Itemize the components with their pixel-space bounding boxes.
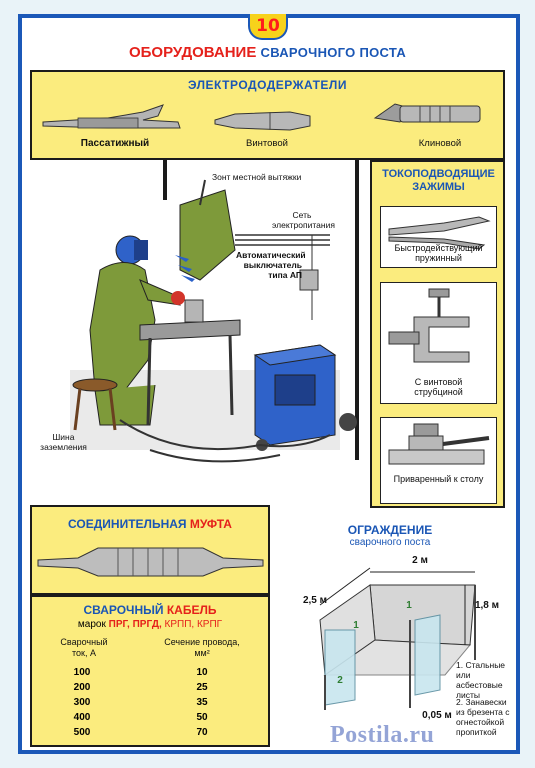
clamp-screw-icon bbox=[388, 288, 470, 363]
holder-label-pliers: Пассатижный bbox=[80, 138, 150, 149]
cable-grades: марок ПРГ, ПРГД, КРПП, КРПГ bbox=[32, 619, 268, 630]
cable-table-row: 200 25 bbox=[32, 682, 268, 697]
cable-current-cell: 300 bbox=[73, 697, 91, 708]
enclosure-illustration bbox=[319, 567, 476, 710]
cable-current-cell: 100 bbox=[73, 667, 91, 678]
enclosure-dim-gap: 0,05 м bbox=[422, 710, 452, 721]
cable-section-cell: 35 bbox=[196, 697, 208, 708]
cable-col1-header: Сварочный ток, А bbox=[60, 637, 108, 658]
cable-current-cell: 200 bbox=[73, 682, 91, 693]
enclosure-dim-depth: 2,5 м bbox=[302, 595, 328, 606]
cable-grades-rest: КРПП, КРПГ bbox=[164, 619, 223, 630]
cable-grades-bold: ПРГ, ПРГД, bbox=[108, 619, 162, 630]
cable-section-cell: 25 bbox=[196, 682, 208, 693]
enclosure-marker-1: 1 bbox=[353, 620, 359, 631]
enclosure-heading: ОГРАЖДЕНИЕ сварочного поста bbox=[300, 523, 480, 548]
clamp-label-spring: Быстродействующий пружинный bbox=[394, 243, 483, 263]
enclosure-heading-1: ОГРАЖДЕНИЕ bbox=[347, 523, 433, 537]
clamp-label-welded: Приваренный к столу bbox=[393, 474, 484, 484]
enclosure-dim-height: 1,8 м bbox=[474, 600, 500, 611]
coupling-panel: СОЕДИНИТЕЛЬНАЯ МУФТА bbox=[30, 505, 270, 595]
cable-table: 100 10 200 25 300 35 400 50 500 70 bbox=[32, 667, 268, 742]
cable-col2-header: Сечение провода, мм² bbox=[164, 637, 240, 658]
clamps-heading: ТОКОПОДВОДЯЩИЕ ЗАЖИМЫ bbox=[382, 168, 495, 193]
cable-table-row: 400 50 bbox=[32, 712, 268, 727]
clamp-spring-icon bbox=[388, 216, 491, 250]
cable-heading-part2: КАБЕЛЬ bbox=[166, 603, 217, 617]
enclosure-marker-1b: 1 bbox=[406, 600, 412, 611]
cable-table-row: 100 10 bbox=[32, 667, 268, 682]
coupling-heading: СОЕДИНИТЕЛЬНАЯ МУФТА bbox=[32, 517, 268, 531]
enclosure-note-1: 1. Стальные или асбестовые листы bbox=[456, 660, 506, 700]
mains-label: Сеть электропитания bbox=[272, 210, 335, 230]
holder-label-wedge: Клиновой bbox=[418, 138, 462, 149]
enclosure-note-2: 2. Занавески из брезента с огнестойкой п… bbox=[456, 697, 510, 737]
holder-pliers-icon bbox=[42, 104, 181, 129]
clamp-welded-icon bbox=[388, 423, 490, 465]
cable-panel: СВАРОЧНЫЙ КАБЕЛЬ марок ПРГ, ПРГД, КРПП, … bbox=[30, 595, 270, 747]
watermark: Postila.ru bbox=[330, 722, 435, 748]
clamp-welded-box: Приваренный к столу bbox=[380, 417, 497, 504]
enclosure-marker-2: 2 bbox=[337, 675, 343, 686]
enclosure-heading-2: сварочного поста bbox=[349, 537, 431, 548]
cable-heading: СВАРОЧНЫЙ КАБЕЛЬ bbox=[32, 603, 268, 617]
enclosure-dim-width: 2 м bbox=[412, 555, 428, 566]
cable-section-cell: 50 bbox=[196, 712, 208, 723]
holder-wedge-icon bbox=[373, 103, 481, 123]
holders-heading: ЭЛЕКТРОДОДЕРЖАТЕЛИ bbox=[188, 78, 347, 92]
page-title: ОБОРУДОВАНИЕ СВАРОЧНОГО ПОСТА bbox=[20, 44, 515, 61]
cable-current-cell: 400 bbox=[73, 712, 91, 723]
cable-coupling-icon bbox=[37, 547, 264, 577]
clamp-spring-box: Быстродействующий пружинный bbox=[380, 206, 497, 268]
holder-screw-icon bbox=[214, 111, 311, 131]
holder-label-screw: Винтовой bbox=[246, 138, 288, 149]
cable-table-row: 300 35 bbox=[32, 697, 268, 712]
cable-current-cell: 500 bbox=[73, 727, 91, 738]
cable-grades-prefix: марок bbox=[77, 619, 106, 630]
page-number-badge: 10 bbox=[248, 14, 288, 40]
cable-heading-part1: СВАРОЧНЫЙ bbox=[83, 603, 164, 617]
clamp-screw-box: С винтовой струбциной bbox=[380, 282, 497, 404]
coupling-heading-part1: СОЕДИНИТЕЛЬНАЯ bbox=[68, 517, 187, 531]
cable-section-cell: 10 bbox=[196, 667, 208, 678]
coupling-heading-part2: МУФТА bbox=[189, 517, 232, 531]
welding-station-illustration bbox=[70, 160, 359, 463]
clamps-panel: ТОКОПОДВОДЯЩИЕ ЗАЖИМЫ Быстродействующий … bbox=[370, 160, 505, 508]
cable-table-row: 500 70 bbox=[32, 727, 268, 742]
breaker-label: Автоматический выключатель типа АП bbox=[236, 250, 306, 280]
ground-bus-label: Шина заземления bbox=[40, 432, 87, 452]
cable-section-cell: 70 bbox=[196, 727, 208, 738]
title-part2: СВАРОЧНОГО ПОСТА bbox=[260, 45, 407, 60]
title-part1: ОБОРУДОВАНИЕ bbox=[128, 44, 257, 61]
hood-label: Зонт местной вытяжки bbox=[212, 172, 302, 182]
clamp-label-screw: С винтовой струбциной bbox=[414, 377, 463, 397]
holders-panel: ЭЛЕКТРОДОДЕРЖАТЕЛИ Пассатижный Винтовой … bbox=[30, 70, 505, 160]
